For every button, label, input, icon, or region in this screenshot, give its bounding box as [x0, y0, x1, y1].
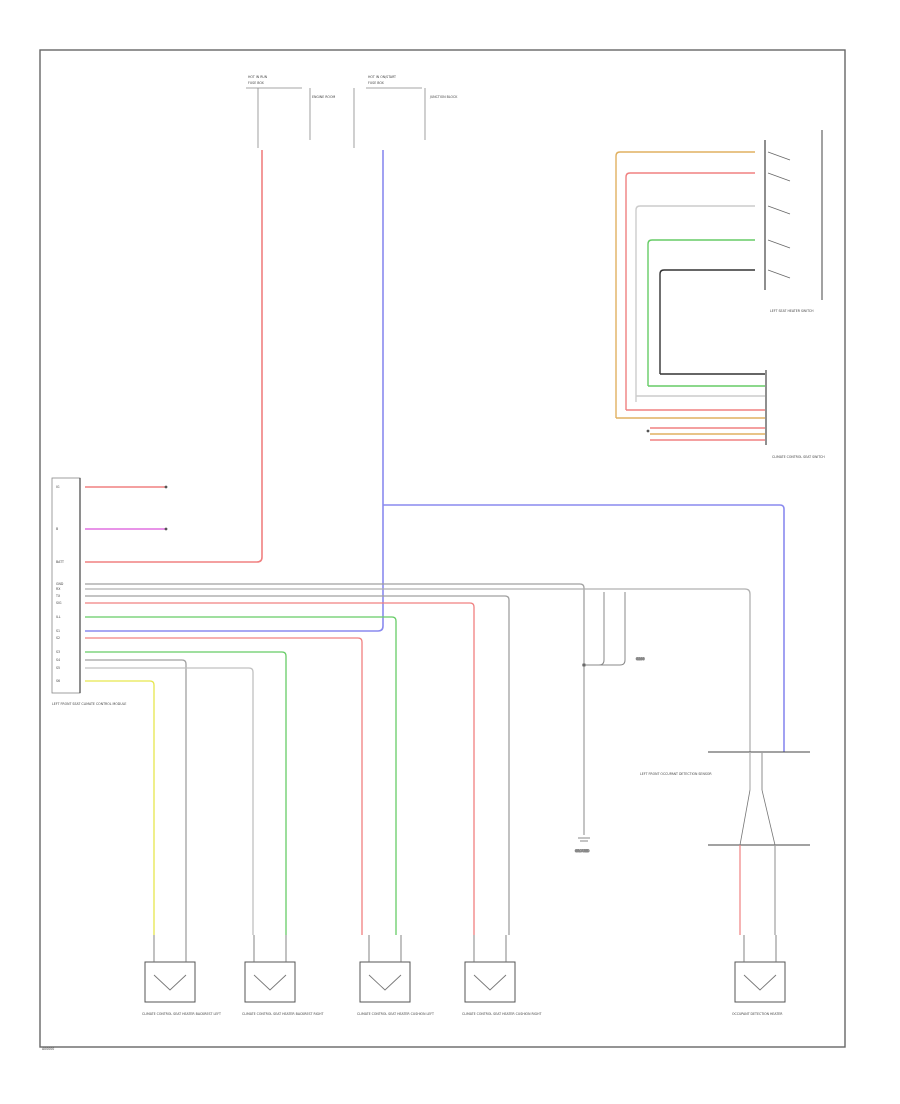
ecu-pin-label: S5 — [56, 666, 60, 670]
ecu-pin-label: SIG — [56, 601, 62, 605]
ecu-pin-label: RX — [56, 587, 61, 591]
wire-red-main — [85, 150, 263, 563]
power-wires — [85, 150, 785, 752]
ecu-pin-label: TX — [55, 594, 61, 598]
heater-2: CLIMATE CONTROL SEAT HEATER BACKREST RIG… — [242, 935, 323, 1016]
signal-wires — [85, 583, 751, 935]
heater-label: CLIMATE CONTROL SEAT HEATER CUSHION LEFT — [357, 1012, 434, 1016]
ecu-pin-label: S3 — [56, 650, 60, 654]
heater-label: CLIMATE CONTROL SEAT HEATER BACKREST LEF… — [142, 1012, 221, 1016]
top-brackets — [246, 87, 426, 148]
seat-switch: LEFT SEAT HEATER SWITCH — [615, 130, 823, 418]
ground-branch: G200 GROUND — [575, 592, 645, 854]
label-hot-left: HOT IN RUN — [248, 75, 268, 79]
ecu-pin-label: S1 — [56, 629, 60, 633]
diagram-frame — [39, 49, 846, 1048]
ground-label: G200 — [636, 657, 645, 661]
ecu-upper-stubs — [85, 485, 168, 531]
heater-element — [253, 935, 287, 991]
heater-5: OCCUPANT DETECTION HEATER — [732, 935, 786, 1016]
sensor-label: LEFT FRONT OCCUPANT DETECTION SENSOR — [640, 772, 712, 776]
heater-components: CLIMATE CONTROL SEAT HEATER BACKREST LEF… — [142, 935, 786, 1016]
label-junction: JUNCTION BLOCK — [429, 95, 458, 99]
switch-connector-label: CLIMATE CONTROL SEAT SWITCH — [772, 455, 825, 459]
switch-connector: CLIMATE CONTROL SEAT SWITCH — [616, 370, 825, 459]
wire-blue-branch — [383, 504, 785, 752]
ecu-pin-label: S2 — [56, 636, 60, 640]
heater-box — [734, 961, 786, 1003]
heater-element — [473, 935, 507, 991]
heater-label: CLIMATE CONTROL SEAT HEATER CUSHION RIGH… — [462, 1012, 541, 1016]
ecu-pin-label: ILL — [56, 615, 61, 619]
ecu-pin-label: S6 — [56, 679, 60, 683]
ecu-pin-label: B — [56, 527, 58, 531]
heater-box — [144, 961, 196, 1003]
heater-element — [743, 935, 777, 991]
label-engine-room: ENGINE ROOM — [312, 95, 335, 99]
heater-3: CLIMATE CONTROL SEAT HEATER CUSHION LEFT — [357, 935, 434, 1016]
switch-label: LEFT SEAT HEATER SWITCH — [770, 309, 814, 313]
heater-box — [359, 961, 411, 1003]
wire-blue-main — [85, 150, 384, 632]
label-fuse-left: FUSE BOX — [248, 81, 265, 85]
ground-sub: GROUND — [575, 849, 590, 853]
heater-label: OCCUPANT DETECTION HEATER — [732, 1012, 783, 1016]
ecu-pin-label: S4 — [56, 658, 60, 662]
ecu-label: LEFT FRONT SEAT CLIMATE CONTROL MODULE — [52, 702, 126, 706]
label-hot-mid: HOT IN ON/START — [368, 75, 396, 79]
heater-1: CLIMATE CONTROL SEAT HEATER BACKREST LEF… — [142, 935, 221, 1016]
top-labels: HOT IN RUN FUSE BOX HOT IN ON/START FUSE… — [248, 75, 458, 99]
heater-element — [153, 935, 187, 991]
occupant-sensor: LEFT FRONT OCCUPANT DETECTION SENSOR — [640, 751, 810, 935]
heater-label: CLIMATE CONTROL SEAT HEATER BACKREST RIG… — [242, 1012, 323, 1016]
ecu-pin-label: IG — [56, 485, 60, 489]
ecu-pin-label: GND — [56, 582, 64, 586]
ecu-pin-label: BATT — [56, 560, 64, 564]
label-fuse-mid: FUSE BOX — [368, 81, 385, 85]
heater-box — [244, 961, 296, 1003]
heater-4: CLIMATE CONTROL SEAT HEATER CUSHION RIGH… — [462, 935, 541, 1016]
heater-element — [368, 935, 402, 991]
heater-box — [464, 961, 516, 1003]
footer-code: A00000 — [42, 1047, 54, 1051]
